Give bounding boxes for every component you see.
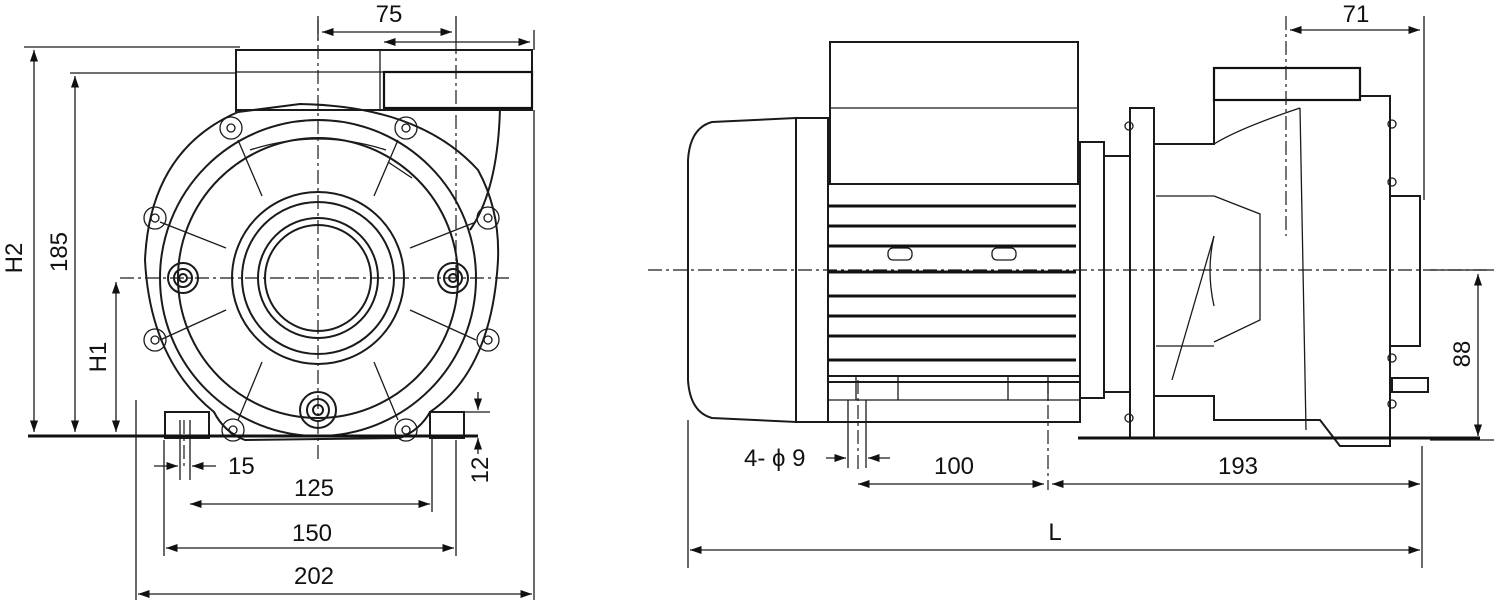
dim-holes: 4- ϕ 9: [744, 445, 805, 472]
side-pump-flange: [1129, 107, 1155, 439]
dim-h2: H2: [1, 243, 28, 274]
front-foot-right: [429, 411, 465, 439]
dim-75: 75: [376, 1, 403, 28]
side-inlet-plate: [1389, 195, 1421, 347]
side-drain-plug: [1391, 377, 1429, 393]
dim-185: 185: [46, 232, 73, 272]
side-seal-housing: [1103, 155, 1131, 393]
dim-71: 71: [1343, 1, 1370, 28]
dim-193: 193: [1218, 453, 1258, 480]
dim-88: 88: [1449, 341, 1476, 368]
front-outlet-flange: [382, 70, 534, 110]
front-volute: [143, 102, 500, 442]
side-outlet-pipe: [1212, 66, 1362, 102]
side-pump-casing: [1153, 95, 1391, 447]
dim-12: 12: [467, 457, 494, 484]
front-foot-left: [164, 411, 210, 439]
side-view: 71 88 4- ϕ 9 100 193 L: [648, 1, 1494, 568]
side-cooling-fins: [828, 204, 1076, 362]
side-dimensions: 71 88 4- ϕ 9 100 193 L: [687, 1, 1494, 568]
dim-100: 100: [934, 453, 974, 480]
dim-150: 150: [292, 520, 332, 547]
dim-125: 125: [294, 475, 334, 502]
front-view: 75 H2 185 H1 15 125: [1, 1, 535, 600]
dim-h1: H1: [85, 342, 112, 373]
front-dimensions: 75 H2 185 H1 15 125: [1, 1, 535, 600]
side-motor-body: [827, 183, 1081, 383]
dim-15: 15: [228, 453, 255, 480]
dim-202: 202: [294, 563, 334, 590]
side-fan-cover: [687, 116, 797, 424]
dim-l: L: [1048, 519, 1061, 546]
front-bolts: [143, 116, 500, 442]
side-terminal-box: [829, 41, 1079, 185]
